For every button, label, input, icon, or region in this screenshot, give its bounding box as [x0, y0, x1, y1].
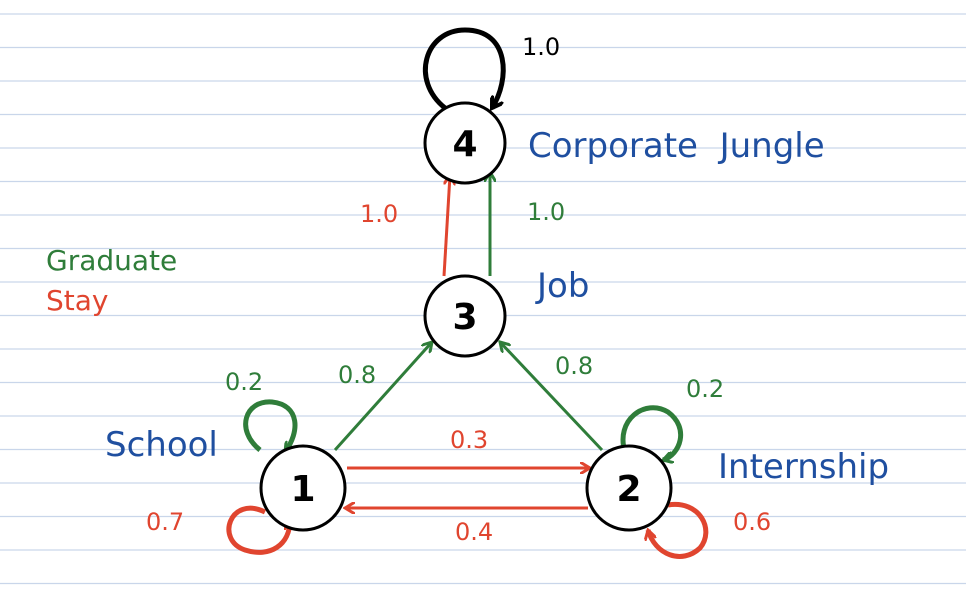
prob-2-1: 0.4 — [455, 518, 493, 546]
edge-4-4-loop — [422, 27, 506, 108]
prob-1-2: 0.3 — [450, 426, 488, 454]
nodes-group: 4 3 1 2 — [259, 101, 673, 532]
edge-2-2-graduate-loop — [620, 405, 684, 460]
state-node-1: 1 — [259, 444, 347, 532]
state-node-2: 2 — [585, 444, 673, 532]
legend: Graduate Stay — [46, 244, 177, 317]
legend-graduate: Graduate — [46, 244, 177, 277]
edge-3-4-stay — [442, 175, 450, 277]
prob-2-2-graduate: 0.2 — [686, 375, 724, 403]
edge-1-1-stay-loop — [226, 505, 290, 555]
state-node-3: 3 — [423, 274, 507, 358]
prob-3-4-graduate: 1.0 — [527, 198, 565, 226]
state-node-4: 4 — [423, 101, 507, 185]
edge-1-3-graduate — [333, 342, 432, 452]
node-names-group: Corporate Jungle Job School Internship — [105, 126, 889, 487]
state-node-1-label: 1 — [290, 469, 315, 510]
prob-3-4-stay: 1.0 — [360, 200, 398, 228]
state-name-4: Corporate Jungle — [528, 126, 825, 166]
state-name-2: Internship — [718, 447, 889, 487]
prob-1-1-graduate: 0.2 — [225, 368, 263, 396]
prob-1-3: 0.8 — [338, 361, 376, 389]
edge-2-3-graduate — [500, 342, 604, 452]
state-node-4-label: 4 — [452, 124, 477, 165]
state-name-1: School — [105, 425, 218, 465]
prob-2-2-stay: 0.6 — [733, 508, 771, 536]
prob-1-1-stay: 0.7 — [146, 508, 184, 536]
prob-2-3: 0.8 — [555, 352, 593, 380]
ruled-paper-lines — [0, 13, 966, 585]
probability-labels-group: 1.0 1.0 1.0 0.8 0.8 0.2 0.2 0.3 0.4 0.7 … — [146, 33, 771, 546]
prob-4-4: 1.0 — [522, 33, 560, 61]
state-node-2-label: 2 — [616, 469, 641, 510]
legend-stay: Stay — [46, 284, 108, 317]
edge-1-1-graduate-loop — [243, 399, 298, 452]
edges-group — [226, 27, 709, 559]
state-name-3: Job — [535, 266, 589, 306]
edge-2-2-stay-loop — [648, 502, 709, 559]
state-node-3-label: 3 — [452, 297, 477, 338]
